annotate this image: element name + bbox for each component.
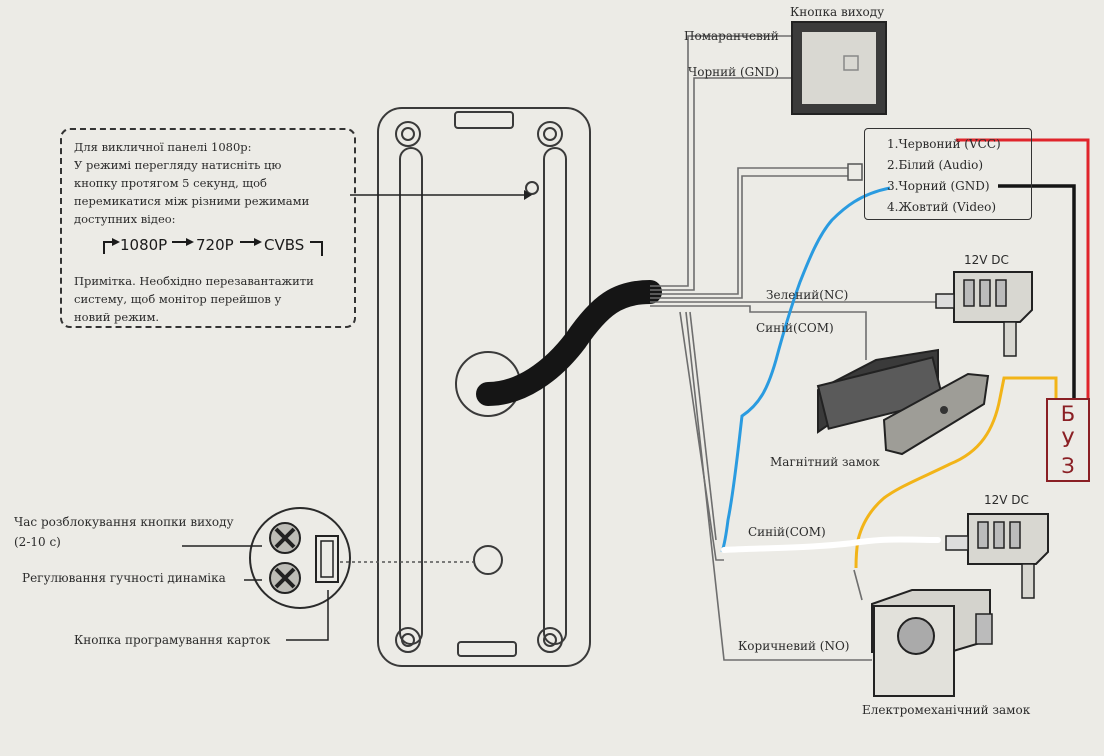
unlock-time-label: Час розблокування кнопки виходу bbox=[14, 515, 234, 529]
black-wire bbox=[998, 184, 1076, 398]
exit-button bbox=[791, 21, 887, 115]
call-panel bbox=[377, 107, 591, 667]
electromechanical-lock bbox=[871, 589, 993, 697]
note-line-1: Для викличної панелі 1080p: bbox=[74, 140, 252, 154]
pin-3: 3.Чорний (GND) bbox=[887, 179, 990, 193]
note-line-5: доступних відео: bbox=[74, 212, 176, 226]
buz-letter-3: З bbox=[1061, 454, 1075, 478]
power-supply-2 bbox=[945, 513, 1049, 599]
note-line-2: У режимі перегляду натисніть цю bbox=[74, 158, 282, 172]
mode-1080p: 1080P bbox=[120, 236, 168, 254]
remark-line-3: новий режим. bbox=[74, 310, 160, 324]
remark-line-2: систему, щоб монітор перейшов у bbox=[74, 292, 282, 306]
electromech-lock-label: Електромеханічний замок bbox=[862, 703, 1031, 717]
pin-1: 1.Червоний (VCC) bbox=[887, 137, 1001, 151]
monitor-plug bbox=[847, 163, 863, 181]
speaker-volume-label: Регулювання гучності динаміка bbox=[22, 571, 226, 585]
note-line-3: кнопку протягом 5 секунд, щоб bbox=[74, 176, 267, 190]
exit-button-title: Кнопка виходу bbox=[790, 5, 885, 19]
unlock-time-range: (2-10 с) bbox=[14, 535, 61, 549]
adjustment-controls bbox=[249, 507, 351, 609]
mode-720p: 720P bbox=[196, 236, 234, 254]
panel-cable bbox=[476, 280, 662, 406]
wire-orange-label: Помаранчевий bbox=[684, 29, 779, 43]
card-program-button-label: Кнопка програмування карток bbox=[74, 633, 271, 647]
white-wire bbox=[721, 536, 941, 553]
wire-nc-label: Зелений(NC) bbox=[766, 288, 849, 302]
power-supply-1 bbox=[935, 271, 1033, 357]
magnetic-lock bbox=[816, 348, 990, 456]
left-leaders bbox=[182, 545, 329, 641]
buz-letter-1: Б bbox=[1060, 402, 1076, 426]
wire-com-bottom-label: Синій(COM) bbox=[748, 525, 826, 539]
remark-line-1: Примітка. Необхідно перезавантажити bbox=[74, 274, 314, 288]
magnetic-lock-label: Магнітний замок bbox=[770, 455, 880, 469]
pin-2: 2.Білий (Audio) bbox=[887, 158, 984, 172]
wire-no-label: Коричневий (NO) bbox=[738, 639, 850, 653]
red-wire bbox=[956, 138, 1090, 398]
wire-com-top-label: Синій(COM) bbox=[756, 321, 834, 335]
mode-cvbs: CVBS bbox=[264, 236, 305, 254]
note-line-4: перемикатися між різними режимами bbox=[74, 194, 310, 208]
psu-2-label: 12V DC bbox=[984, 493, 1029, 507]
blue-wire bbox=[720, 186, 891, 553]
wire-black-gnd-label: Чорний (GND) bbox=[688, 65, 780, 79]
note-box: Для викличної панелі 1080p: У режимі пер… bbox=[60, 128, 356, 328]
printed-wires bbox=[650, 35, 936, 661]
psu-1-label: 12V DC bbox=[964, 253, 1009, 267]
buz-box: Б У З bbox=[1046, 398, 1090, 482]
mode-arrows bbox=[103, 238, 323, 256]
monitor-connector-box: 1.Червоний (VCC) 2.Білий (Audio) 3.Чорни… bbox=[864, 128, 1032, 220]
pin-4: 4.Жовтий (Video) bbox=[887, 200, 997, 214]
yellow-wire bbox=[854, 376, 1058, 569]
buz-letter-2: У bbox=[1061, 428, 1075, 452]
note-pointer-arrow bbox=[524, 190, 532, 200]
